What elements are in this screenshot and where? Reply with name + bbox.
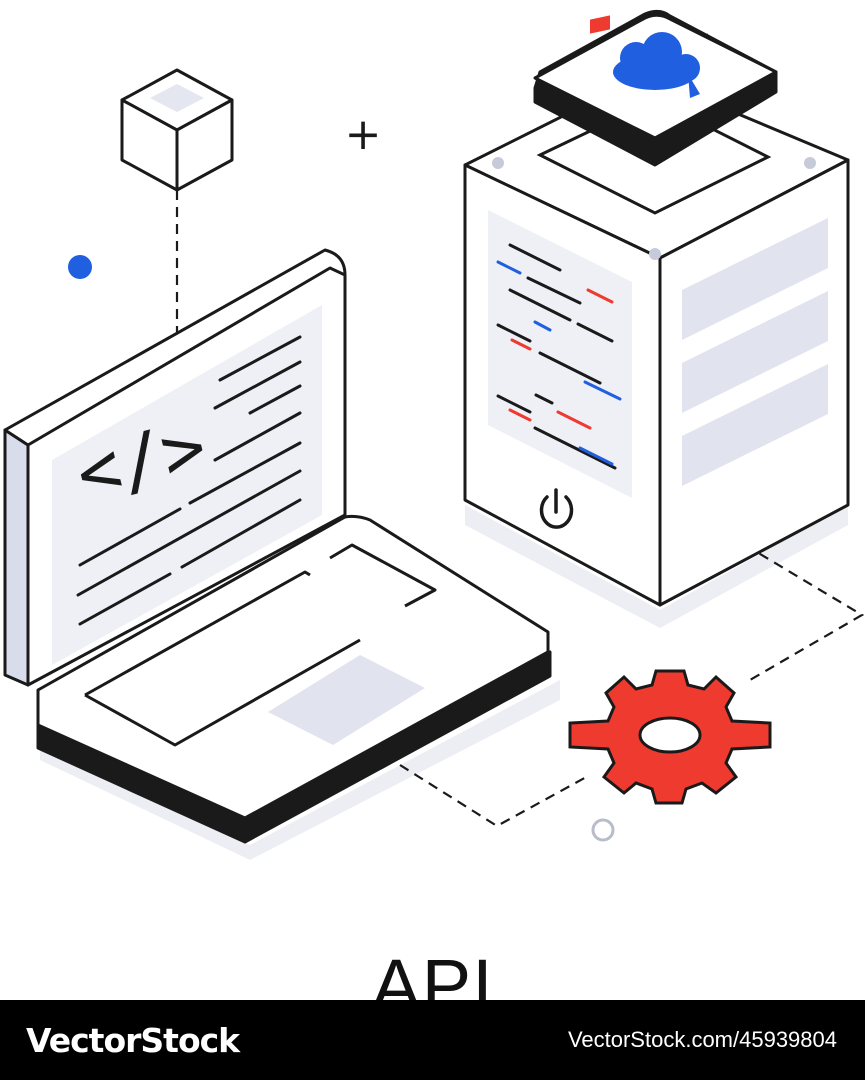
cloud-icon <box>613 32 700 98</box>
api-illustration: + </> <box>3 9 865 860</box>
laptop-shadow <box>40 680 560 860</box>
image-id: VectorStock.com/45939804 <box>567 1027 837 1052</box>
server-slots <box>682 218 828 486</box>
ring-dot <box>591 818 615 842</box>
gear-icon <box>568 669 772 805</box>
caption: API <box>0 936 865 1000</box>
caption-title: API <box>371 944 494 1000</box>
connector-lines <box>175 190 865 828</box>
server-screws <box>492 157 816 260</box>
brand-logo: VectorStock <box>26 1020 240 1060</box>
blue-dot <box>68 255 92 279</box>
screen-code-lines <box>76 335 302 626</box>
power-icon <box>539 488 574 529</box>
server-shadow <box>465 505 848 628</box>
plus-symbol: + <box>345 109 382 160</box>
server-code-lines <box>496 243 622 470</box>
watermark-footer: VectorStock VectorStock.com/45939804 <box>0 1000 865 1080</box>
server-left-panel <box>488 210 632 498</box>
cube-icon <box>120 68 234 192</box>
